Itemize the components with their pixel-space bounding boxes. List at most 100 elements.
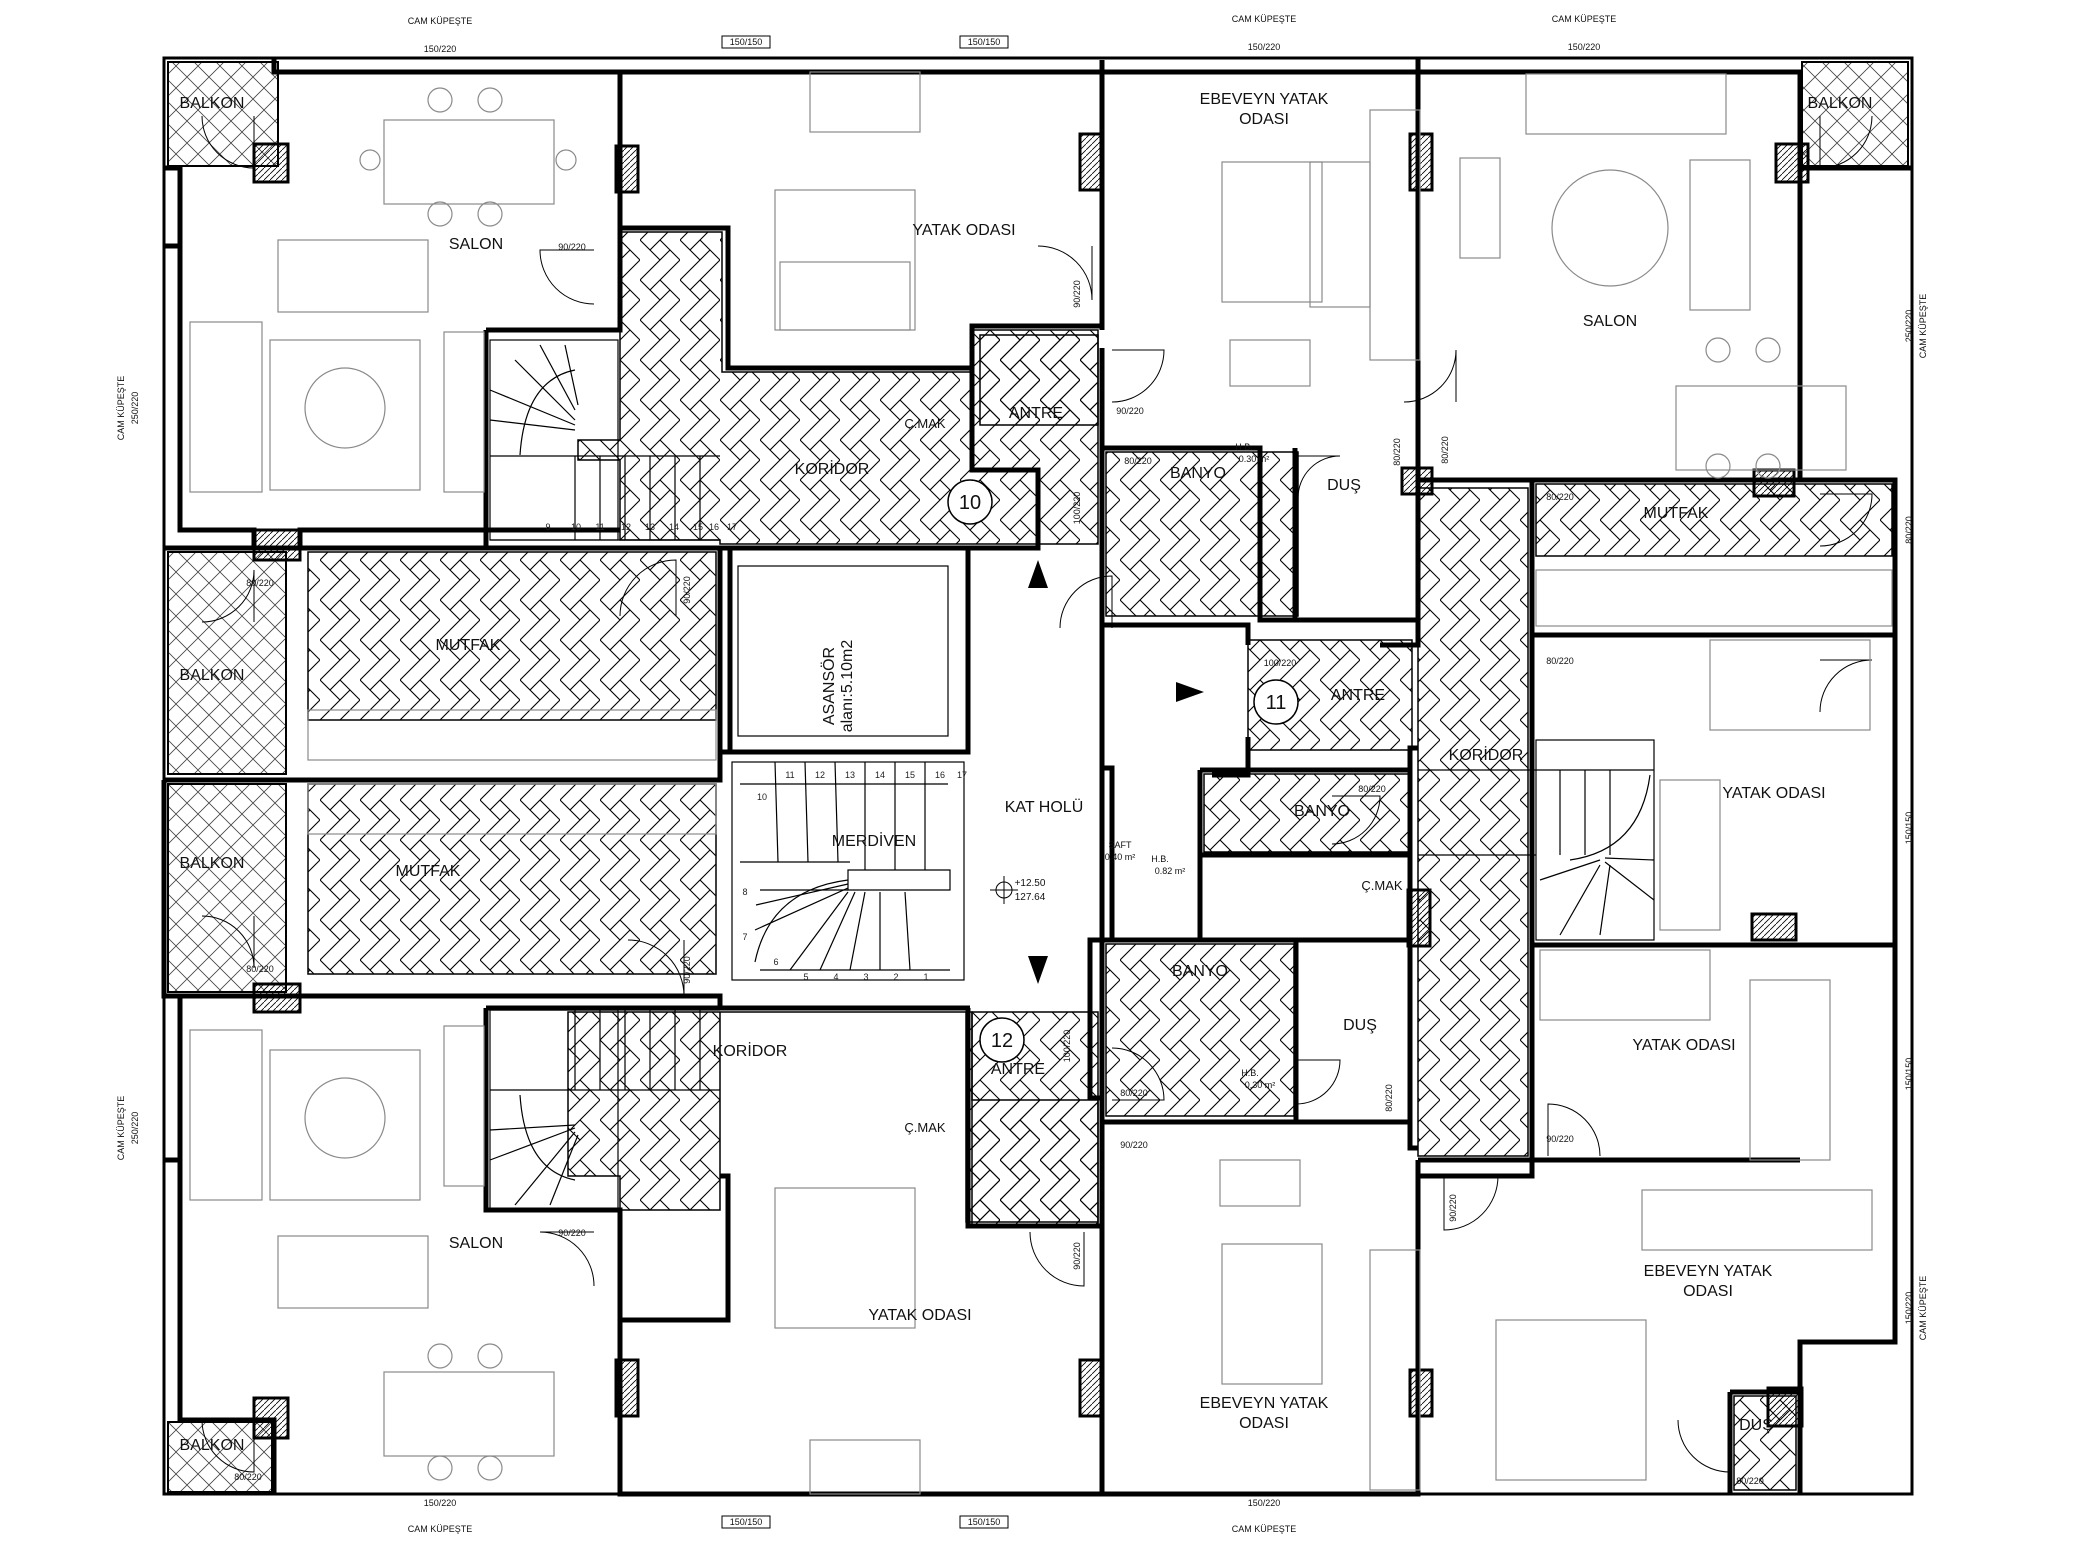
svg-text:13: 13	[845, 770, 855, 780]
dim-window-7: 150/220	[1568, 42, 1601, 52]
door-dim-1: 90/220	[558, 242, 586, 252]
label-kat-holu: KAT HOLÜ	[1005, 798, 1084, 816]
stairs-right	[1418, 739, 1655, 941]
level-value: +12.50	[1015, 878, 1046, 889]
door-dim-20: 90/220	[1448, 1194, 1458, 1222]
cam-kupeste-1: CAM KÜPEŞTE	[408, 16, 473, 26]
label-ebeveyn-bottom-line1: EBEVEYN YATAK	[1200, 1395, 1329, 1412]
label-antre-1: ANTRE	[1009, 405, 1063, 422]
svg-text:14: 14	[875, 770, 885, 780]
door-dim-3: 90/220	[1116, 406, 1144, 416]
unit-marker-11: 11	[1266, 692, 1287, 714]
cam-kupeste-2: CAM KÜPEŞTE	[1232, 14, 1297, 24]
label-dus-3: DUŞ	[1739, 1417, 1773, 1434]
door-dim-23: 80/220	[1546, 656, 1574, 666]
label-hb-area-3: 0.30 m²	[1245, 1080, 1276, 1090]
door-dim-25: 100/220	[1264, 658, 1297, 668]
svg-text:11: 11	[785, 770, 794, 780]
step-9: 9	[545, 522, 550, 532]
label-balkon-mid2: BALKON	[180, 855, 245, 872]
label-antre-2: ANTRE	[1331, 687, 1385, 704]
label-antre-3: ANTRE	[991, 1061, 1045, 1078]
cam-kupeste-side-1: CAM KÜPEŞTE	[116, 376, 126, 441]
label-saft-line2: 0.40 m²	[1105, 852, 1136, 862]
cam-kupeste-3: CAM KÜPEŞTE	[1552, 14, 1617, 24]
cam-kupeste-5: CAM KÜPEŞTE	[1232, 1524, 1297, 1534]
door-dim-7: 100/220	[1072, 492, 1082, 525]
label-banyo-1: BANYO	[1170, 465, 1226, 482]
label-merdiven: MERDİVEN	[832, 831, 916, 850]
direction-arrows	[1028, 560, 1204, 984]
svg-text:5: 5	[803, 972, 808, 982]
label-balkon-bottom-left: BALKON	[180, 1437, 245, 1454]
door-dim-2: 90/220	[1072, 280, 1082, 308]
step-10: 10	[571, 522, 581, 532]
dim-side-6: 150/150	[1904, 812, 1914, 845]
svg-text:3: 3	[863, 972, 868, 982]
step-numbers: 9 10 11 12 13 14 15 16 17	[545, 522, 737, 532]
svg-text:4: 4	[833, 972, 838, 982]
hatched-floors	[167, 61, 1909, 1493]
label-salon-top-right: SALON	[1583, 313, 1637, 330]
label-cmak-3: Ç.MAK	[904, 1120, 946, 1135]
label-salon-bottom-left: SALON	[449, 1235, 503, 1252]
columns	[252, 132, 1810, 1440]
cam-kupeste-side-2: CAM KÜPEŞTE	[116, 1096, 126, 1161]
dim-side-2: 250/220	[130, 1112, 140, 1145]
dim-window-6: 150/220	[1248, 42, 1281, 52]
label-dus-1: DUŞ	[1327, 477, 1361, 494]
door-dim-8: 90/220	[682, 576, 692, 604]
door-dim-11: 90/220	[682, 956, 692, 984]
dim-window-4: 150/150	[968, 1517, 1001, 1527]
dim-window-3: 150/150	[730, 1517, 763, 1527]
label-salon-top-left: SALON	[449, 236, 503, 253]
door-dim-21: 80/220	[1736, 1476, 1764, 1486]
dim-side-1: 250/220	[130, 392, 140, 425]
label-asansor-line1: ASANSÖR	[820, 647, 838, 725]
label-ebeveyn-bottom-right-line2: ODASI	[1683, 1283, 1733, 1300]
step-17: 17	[727, 522, 737, 532]
door-dim-6: 80/220	[1392, 438, 1402, 466]
door-dim-24: 80/220	[1358, 784, 1386, 794]
door-dim-10: 80/220	[246, 964, 274, 974]
level-marker: +12.50 127.64	[990, 876, 1046, 904]
label-saft-line1: ŞAFT	[1108, 840, 1132, 850]
room-labels: SALON YATAK ODASI EBEVEYN YATAK ODASI SA…	[180, 91, 1873, 1454]
label-ebeveyn-top-line2: ODASI	[1239, 111, 1289, 128]
label-yatak-top: YATAK ODASI	[912, 222, 1015, 239]
door-dim-19: 90/220	[1546, 1134, 1574, 1144]
cam-kupeste-4: CAM KÜPEŞTE	[408, 1524, 473, 1534]
svg-text:15: 15	[905, 770, 915, 780]
dim-window-5: 150/220	[424, 44, 457, 54]
label-banyo-3: BANYO	[1172, 963, 1228, 980]
label-hb-area-1: 0.30 m²	[1239, 454, 1270, 464]
door-dim-4: 80/220	[1440, 436, 1450, 464]
label-koridor-2: KORİDOR	[713, 1041, 788, 1060]
label-balkon-mid1: BALKON	[180, 667, 245, 684]
cam-kupeste-side-3: CAM KÜPEŞTE	[1918, 294, 1928, 359]
door-tags: 90/220 90/220 90/220 80/220 80/220 80/22…	[234, 242, 1764, 1486]
step-15: 15	[693, 522, 703, 532]
door-dim-13: 90/220	[558, 1228, 586, 1238]
door-dim-5: 80/220	[1124, 456, 1152, 466]
stairs-top-left	[489, 339, 720, 541]
step-12: 12	[621, 522, 631, 532]
svg-text:6: 6	[773, 957, 778, 967]
door-dim-12: 100/220	[1062, 1030, 1072, 1063]
svg-text:10: 10	[757, 792, 767, 802]
unit-marker-12: 12	[991, 1030, 1013, 1052]
furniture	[189, 71, 1893, 1495]
label-koridor-1: KORİDOR	[795, 459, 870, 478]
label-balkon-top-right: BALKON	[1808, 95, 1873, 112]
dim-side-5: 80/220	[1904, 516, 1914, 544]
label-balkon-top-left: BALKON	[180, 95, 245, 112]
dim-window-2: 150/150	[968, 37, 1001, 47]
label-hb-3: H.B.	[1241, 1068, 1259, 1078]
doors	[201, 115, 1873, 1473]
label-yatak-bottom: YATAK ODASI	[868, 1307, 971, 1324]
step-14: 14	[669, 522, 679, 532]
door-dim-22: 80/220	[1546, 492, 1574, 502]
label-hb-2: H.B.	[1151, 854, 1169, 864]
label-yatak-right-1: YATAK ODASI	[1722, 785, 1825, 802]
